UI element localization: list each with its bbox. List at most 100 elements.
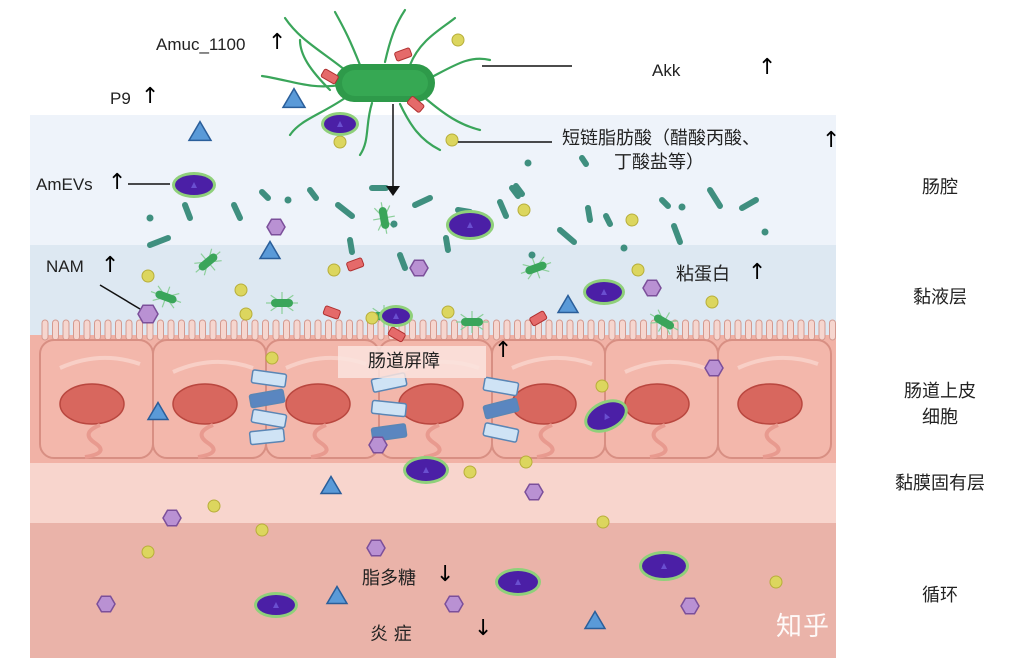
microvillus bbox=[745, 319, 752, 341]
metabolite-dot bbox=[625, 213, 639, 227]
scfa-dash bbox=[397, 252, 408, 271]
nam-hexagon-icon bbox=[368, 436, 388, 454]
small-bacterium-icon bbox=[373, 202, 395, 234]
cell-nucleus-icon bbox=[737, 383, 803, 425]
bacterium-body bbox=[155, 290, 177, 304]
scfa-dot bbox=[390, 220, 398, 228]
vesicle-icon bbox=[446, 210, 494, 240]
p9-triangle-icon bbox=[146, 401, 170, 421]
microvillus bbox=[346, 319, 353, 341]
bacterium-body bbox=[378, 207, 390, 229]
microvillus bbox=[545, 319, 553, 341]
layer-label-mucus: 黏液层 bbox=[913, 287, 967, 308]
layer-label-epithelium-line2: 细胞 bbox=[922, 407, 958, 428]
scfa-dash bbox=[497, 199, 509, 219]
metabolite-dot bbox=[519, 455, 533, 469]
microvillus bbox=[314, 319, 322, 341]
cell-highlight bbox=[59, 355, 141, 370]
microvillus bbox=[115, 319, 122, 341]
p9-triangle-icon bbox=[325, 585, 349, 605]
vesicle-mark bbox=[337, 121, 343, 127]
p9-triangle-icon bbox=[583, 610, 607, 630]
vesicle-mark bbox=[191, 182, 197, 188]
microvillus bbox=[829, 319, 836, 341]
microvillus bbox=[713, 319, 721, 341]
vesicle-icon bbox=[584, 399, 628, 433]
label-amuc: Amuc_1100 bbox=[156, 35, 246, 54]
microvillus bbox=[482, 319, 490, 341]
metabolite-dot bbox=[463, 465, 477, 479]
vesicle-mark bbox=[661, 563, 667, 569]
microvillus bbox=[83, 319, 91, 341]
microvillus bbox=[566, 319, 574, 341]
label-amevs: AmEVs bbox=[36, 175, 93, 194]
vesicle-icon bbox=[321, 112, 359, 136]
cell-detail bbox=[649, 423, 668, 459]
metabolite-dot bbox=[705, 295, 719, 309]
scfa-dash bbox=[579, 155, 589, 167]
p9-triangle-icons bbox=[146, 87, 607, 630]
watermark: 知乎 @AKK君 bbox=[776, 612, 949, 642]
microvillus bbox=[188, 319, 196, 341]
microvillus bbox=[598, 319, 605, 341]
cell-detail bbox=[536, 423, 555, 459]
microvillus bbox=[692, 319, 700, 341]
microvillus bbox=[283, 319, 290, 341]
microvillus bbox=[703, 319, 710, 341]
microvillus bbox=[682, 319, 689, 341]
microvillus bbox=[136, 319, 143, 341]
cell-nucleus-icon bbox=[172, 383, 238, 425]
metabolite-dot bbox=[141, 269, 155, 283]
microvillus bbox=[587, 319, 595, 341]
cell-nucleus-icon bbox=[59, 383, 125, 425]
vesicle-mark bbox=[515, 579, 521, 585]
metabolite-dot bbox=[595, 379, 609, 393]
vesicle-icon bbox=[639, 551, 689, 581]
small-bacterium-icon bbox=[194, 248, 222, 276]
metabolite-dot bbox=[255, 523, 269, 537]
microvillus bbox=[451, 319, 458, 341]
metabolite-dot bbox=[141, 545, 155, 559]
microvillus bbox=[776, 319, 784, 341]
microvillus bbox=[818, 319, 826, 341]
microvillus bbox=[62, 319, 70, 341]
p9-triangle-icon bbox=[281, 87, 307, 109]
microvillus bbox=[524, 319, 532, 341]
small-bacterium-icon bbox=[150, 285, 182, 309]
akk-bacterium-icon bbox=[260, 8, 492, 157]
cell-detail bbox=[762, 423, 781, 459]
scfa-molecules bbox=[146, 155, 769, 271]
layer-label-lamina: 黏膜固有层 bbox=[895, 473, 985, 494]
scfa-dot bbox=[524, 159, 532, 167]
microvillus bbox=[167, 319, 175, 341]
scfa-dash bbox=[509, 185, 521, 199]
microvillus bbox=[430, 319, 437, 341]
metabolite-dot bbox=[441, 305, 455, 319]
scfa-dash bbox=[671, 223, 683, 245]
scfa-dot bbox=[620, 244, 628, 252]
microvillus bbox=[272, 319, 280, 341]
scfa-dash bbox=[585, 205, 593, 223]
microvillus bbox=[41, 319, 49, 341]
microvillus bbox=[419, 319, 427, 341]
metabolite-dot bbox=[517, 203, 531, 217]
nam-hexagon-icon bbox=[642, 279, 662, 297]
microvillus bbox=[755, 319, 763, 341]
amuc-protein-icons bbox=[320, 47, 548, 343]
metabolite-dot bbox=[333, 135, 347, 149]
p9-triangle-icon bbox=[187, 120, 213, 142]
nam-hexagon-icon bbox=[524, 483, 544, 501]
microvillus bbox=[230, 319, 238, 341]
label-mucin: 粘蛋白 bbox=[676, 264, 730, 285]
metabolite-dot bbox=[327, 263, 341, 277]
microvillus bbox=[356, 319, 364, 341]
microvillus bbox=[724, 319, 731, 341]
label-scfa-line2: 丁酸盐等） bbox=[614, 152, 704, 173]
metabolite-dot bbox=[234, 283, 248, 297]
microvillus bbox=[125, 319, 133, 341]
cell-highlight bbox=[624, 359, 706, 374]
microvillus bbox=[797, 319, 805, 341]
label-p9: P9 bbox=[110, 89, 131, 108]
metabolite-dot bbox=[365, 311, 379, 325]
metabolite-dot bbox=[239, 307, 253, 321]
